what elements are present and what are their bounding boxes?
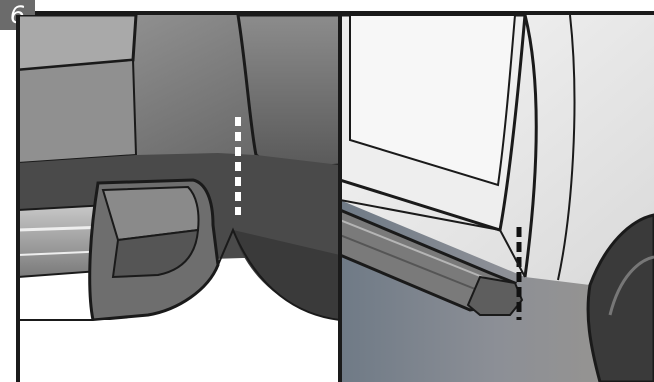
panel-divider (338, 15, 342, 382)
left-panel (18, 15, 340, 382)
left-border (16, 15, 20, 382)
fender-guide-illustration (18, 15, 340, 382)
step-alignment-illustration (340, 15, 654, 382)
right-panel (340, 15, 654, 382)
